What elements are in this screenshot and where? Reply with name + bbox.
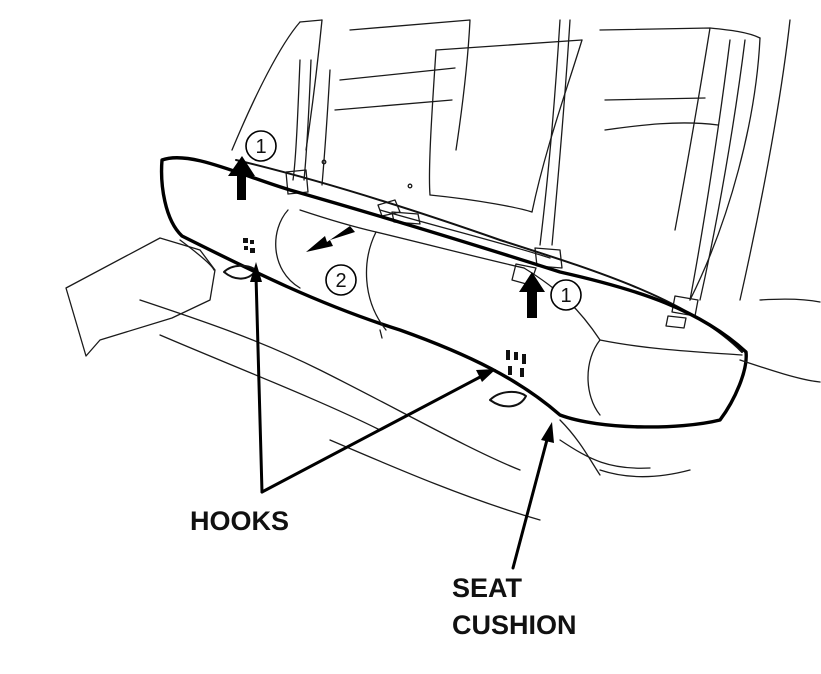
lift-arrow-left [228, 156, 255, 200]
step-1-number: 1 [255, 136, 266, 158]
step-1-callout-right: 1 [550, 279, 582, 311]
step-2-callout: 2 [325, 264, 357, 296]
step-2-number: 2 [335, 270, 346, 292]
hook-right [506, 350, 526, 377]
seat-cushion-label-line1: SEAT [452, 573, 523, 603]
hooks-label: HOOKS [190, 506, 289, 536]
floor-surface [65, 237, 821, 521]
hooks-leaders [250, 262, 496, 494]
seat-back [231, 19, 791, 353]
seat-cushion-label-line2: CUSHION [452, 610, 577, 640]
seat-cushion-leader [511, 422, 554, 570]
step-1-callout-left: 1 [245, 130, 277, 162]
step-1-number: 1 [560, 285, 571, 307]
lift-arrow-right [519, 272, 545, 318]
seat-cushion [159, 156, 748, 429]
slide-forward-arrow [306, 226, 355, 252]
hook-left [243, 238, 255, 253]
